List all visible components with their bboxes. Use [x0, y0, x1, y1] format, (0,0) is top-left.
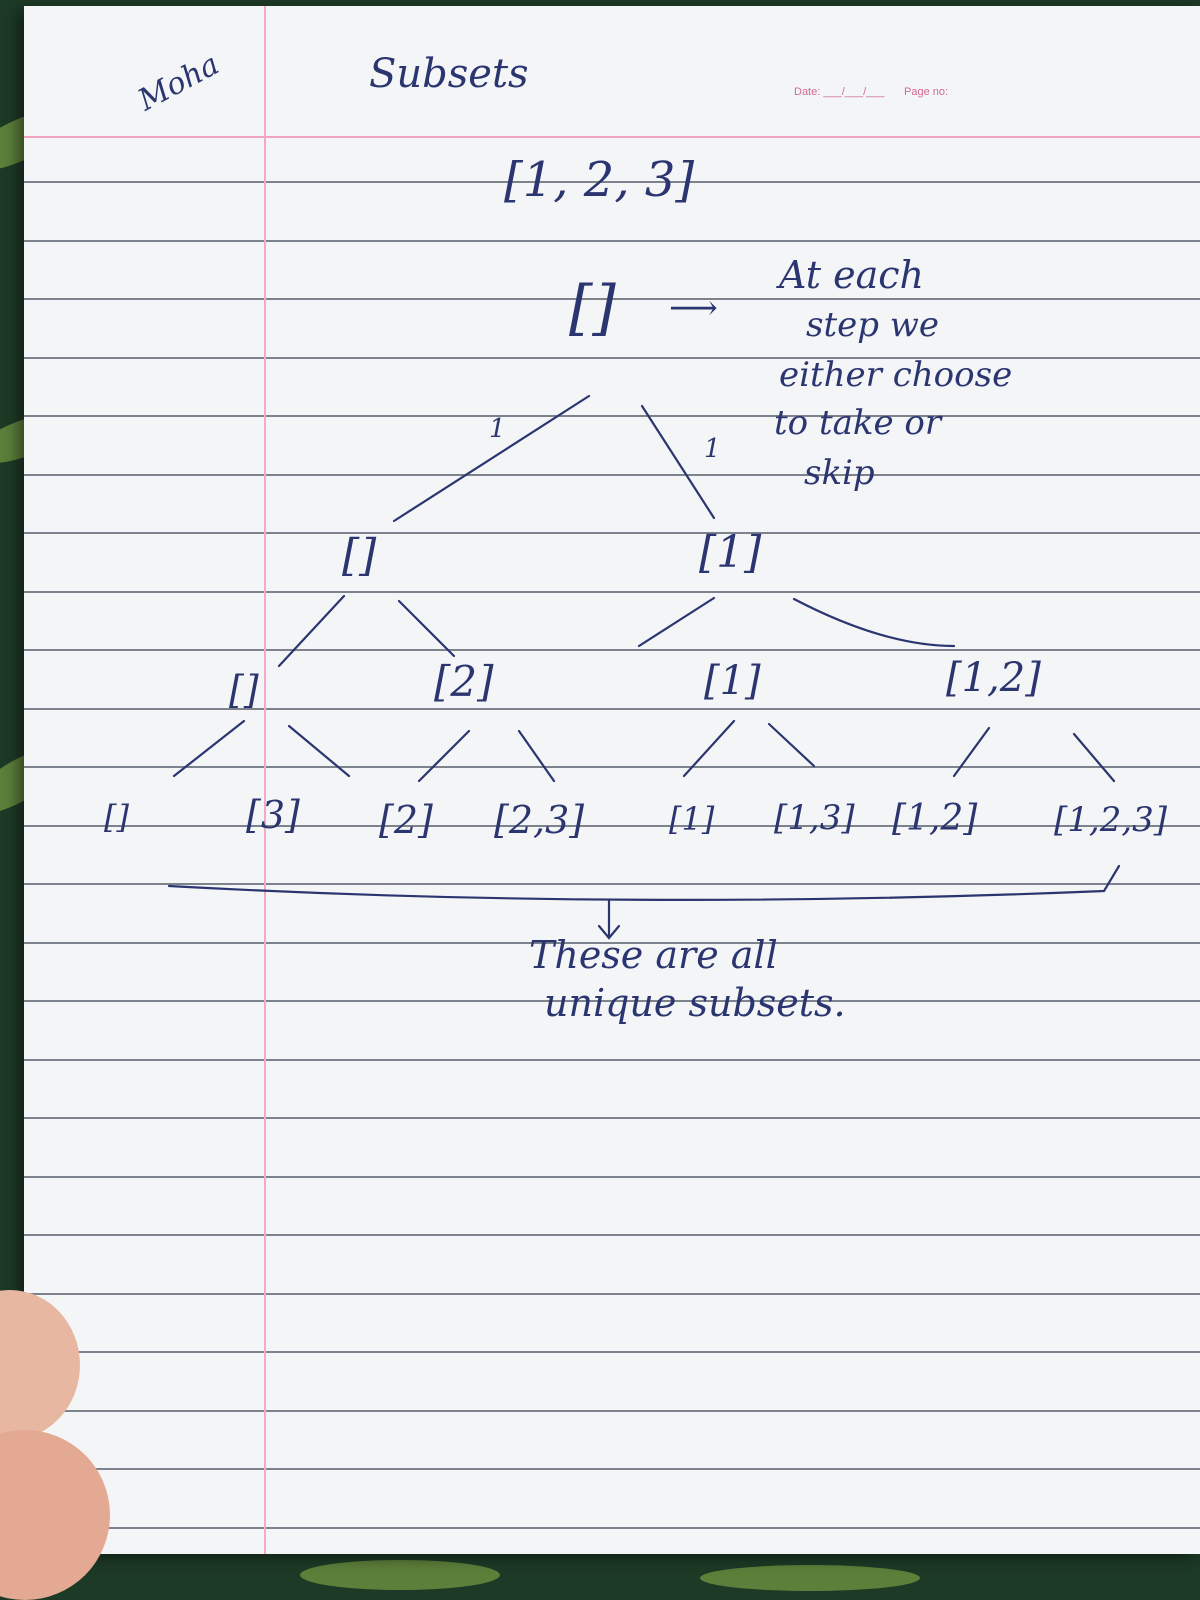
- leaf-subset: [1,2]: [892, 798, 978, 839]
- leaf-subset: [1,2,3]: [1054, 800, 1168, 840]
- ruled-line: [24, 1468, 1200, 1470]
- tree-edge: [640, 404, 716, 520]
- note-line: step we: [806, 305, 940, 345]
- root-node: []: [569, 273, 616, 343]
- ruled-line: [24, 708, 1200, 710]
- tree-edge: [517, 729, 556, 783]
- arrow-icon: ⟶: [669, 288, 718, 328]
- ruled-line: [24, 181, 1200, 183]
- ruled-line: [24, 649, 1200, 651]
- tree-node: []: [342, 530, 377, 581]
- edge-label: 1: [489, 414, 506, 444]
- margin-line: [264, 6, 266, 1554]
- leaf-subset: [1]: [669, 800, 715, 838]
- tree-node: [1]: [699, 527, 762, 578]
- notebook-page: Moha Subsets Date: ___/___/___ Page no: …: [24, 6, 1200, 1554]
- ruled-line: [24, 825, 1200, 827]
- background-leaf: [700, 1565, 920, 1591]
- tree-edge: [792, 597, 956, 648]
- ruled-line: [24, 240, 1200, 242]
- ruled-line: [24, 1000, 1200, 1002]
- ruled-line: [24, 415, 1200, 417]
- conclusion-line: These are all: [529, 933, 778, 977]
- ruled-line: [24, 532, 1200, 534]
- leaf-subset: [3]: [246, 793, 300, 837]
- conclusion-line: unique subsets.: [544, 981, 846, 1025]
- ruled-line: [24, 474, 1200, 476]
- ruled-line: [24, 1351, 1200, 1353]
- ruled-line: [24, 1059, 1200, 1061]
- tree-edge: [277, 594, 346, 668]
- tree-edge: [682, 719, 736, 778]
- tree-edge: [172, 719, 246, 778]
- ruled-line: [24, 883, 1200, 885]
- tree-edge: [392, 394, 591, 523]
- brace-line: [167, 864, 1121, 901]
- ruled-line: [24, 591, 1200, 593]
- ruled-line: [24, 942, 1200, 944]
- ruled-line: [24, 1117, 1200, 1119]
- ruled-line: [24, 357, 1200, 359]
- page-number-label: Page no:: [904, 86, 949, 98]
- ruled-line: [24, 1234, 1200, 1236]
- tree-edge: [952, 726, 991, 778]
- tree-node: [1]: [704, 658, 761, 704]
- leaf-subset: [2]: [379, 798, 433, 842]
- tree-edge: [637, 596, 716, 648]
- tree-node: []: [229, 668, 259, 712]
- tree-edge: [767, 722, 816, 768]
- ruled-line: [24, 766, 1200, 768]
- tree-edge: [417, 729, 471, 783]
- edge-label: 1: [704, 434, 721, 464]
- ruled-line: [24, 1176, 1200, 1178]
- tree-node: [1,2]: [946, 655, 1041, 701]
- recursion-tree-edges: [167, 394, 1121, 940]
- ruled-line: [24, 1527, 1200, 1529]
- ruled-line: [24, 1410, 1200, 1412]
- tree-edge: [397, 599, 456, 658]
- background-leaf: [300, 1560, 500, 1590]
- header-rule: [24, 136, 1200, 138]
- note-line: to take or: [774, 403, 942, 443]
- ruled-line: [24, 1293, 1200, 1295]
- down-arrow-head: [597, 924, 621, 940]
- leaf-subset: []: [104, 798, 129, 836]
- input-set: [1, 2, 3]: [504, 152, 695, 208]
- tree-edge: [1072, 732, 1116, 783]
- leaf-subset: [2,3]: [494, 798, 585, 842]
- note-line: skip: [804, 453, 875, 493]
- page-title: Subsets: [369, 51, 529, 97]
- tree-node: [2]: [434, 657, 494, 706]
- date-label: Date: ___/___/___: [794, 86, 885, 98]
- note-line: At each: [779, 253, 925, 297]
- note-line: either choose: [779, 355, 1013, 395]
- tree-edge: [287, 724, 351, 778]
- leaf-subset: [1,3]: [774, 798, 855, 838]
- ruled-line: [24, 298, 1200, 300]
